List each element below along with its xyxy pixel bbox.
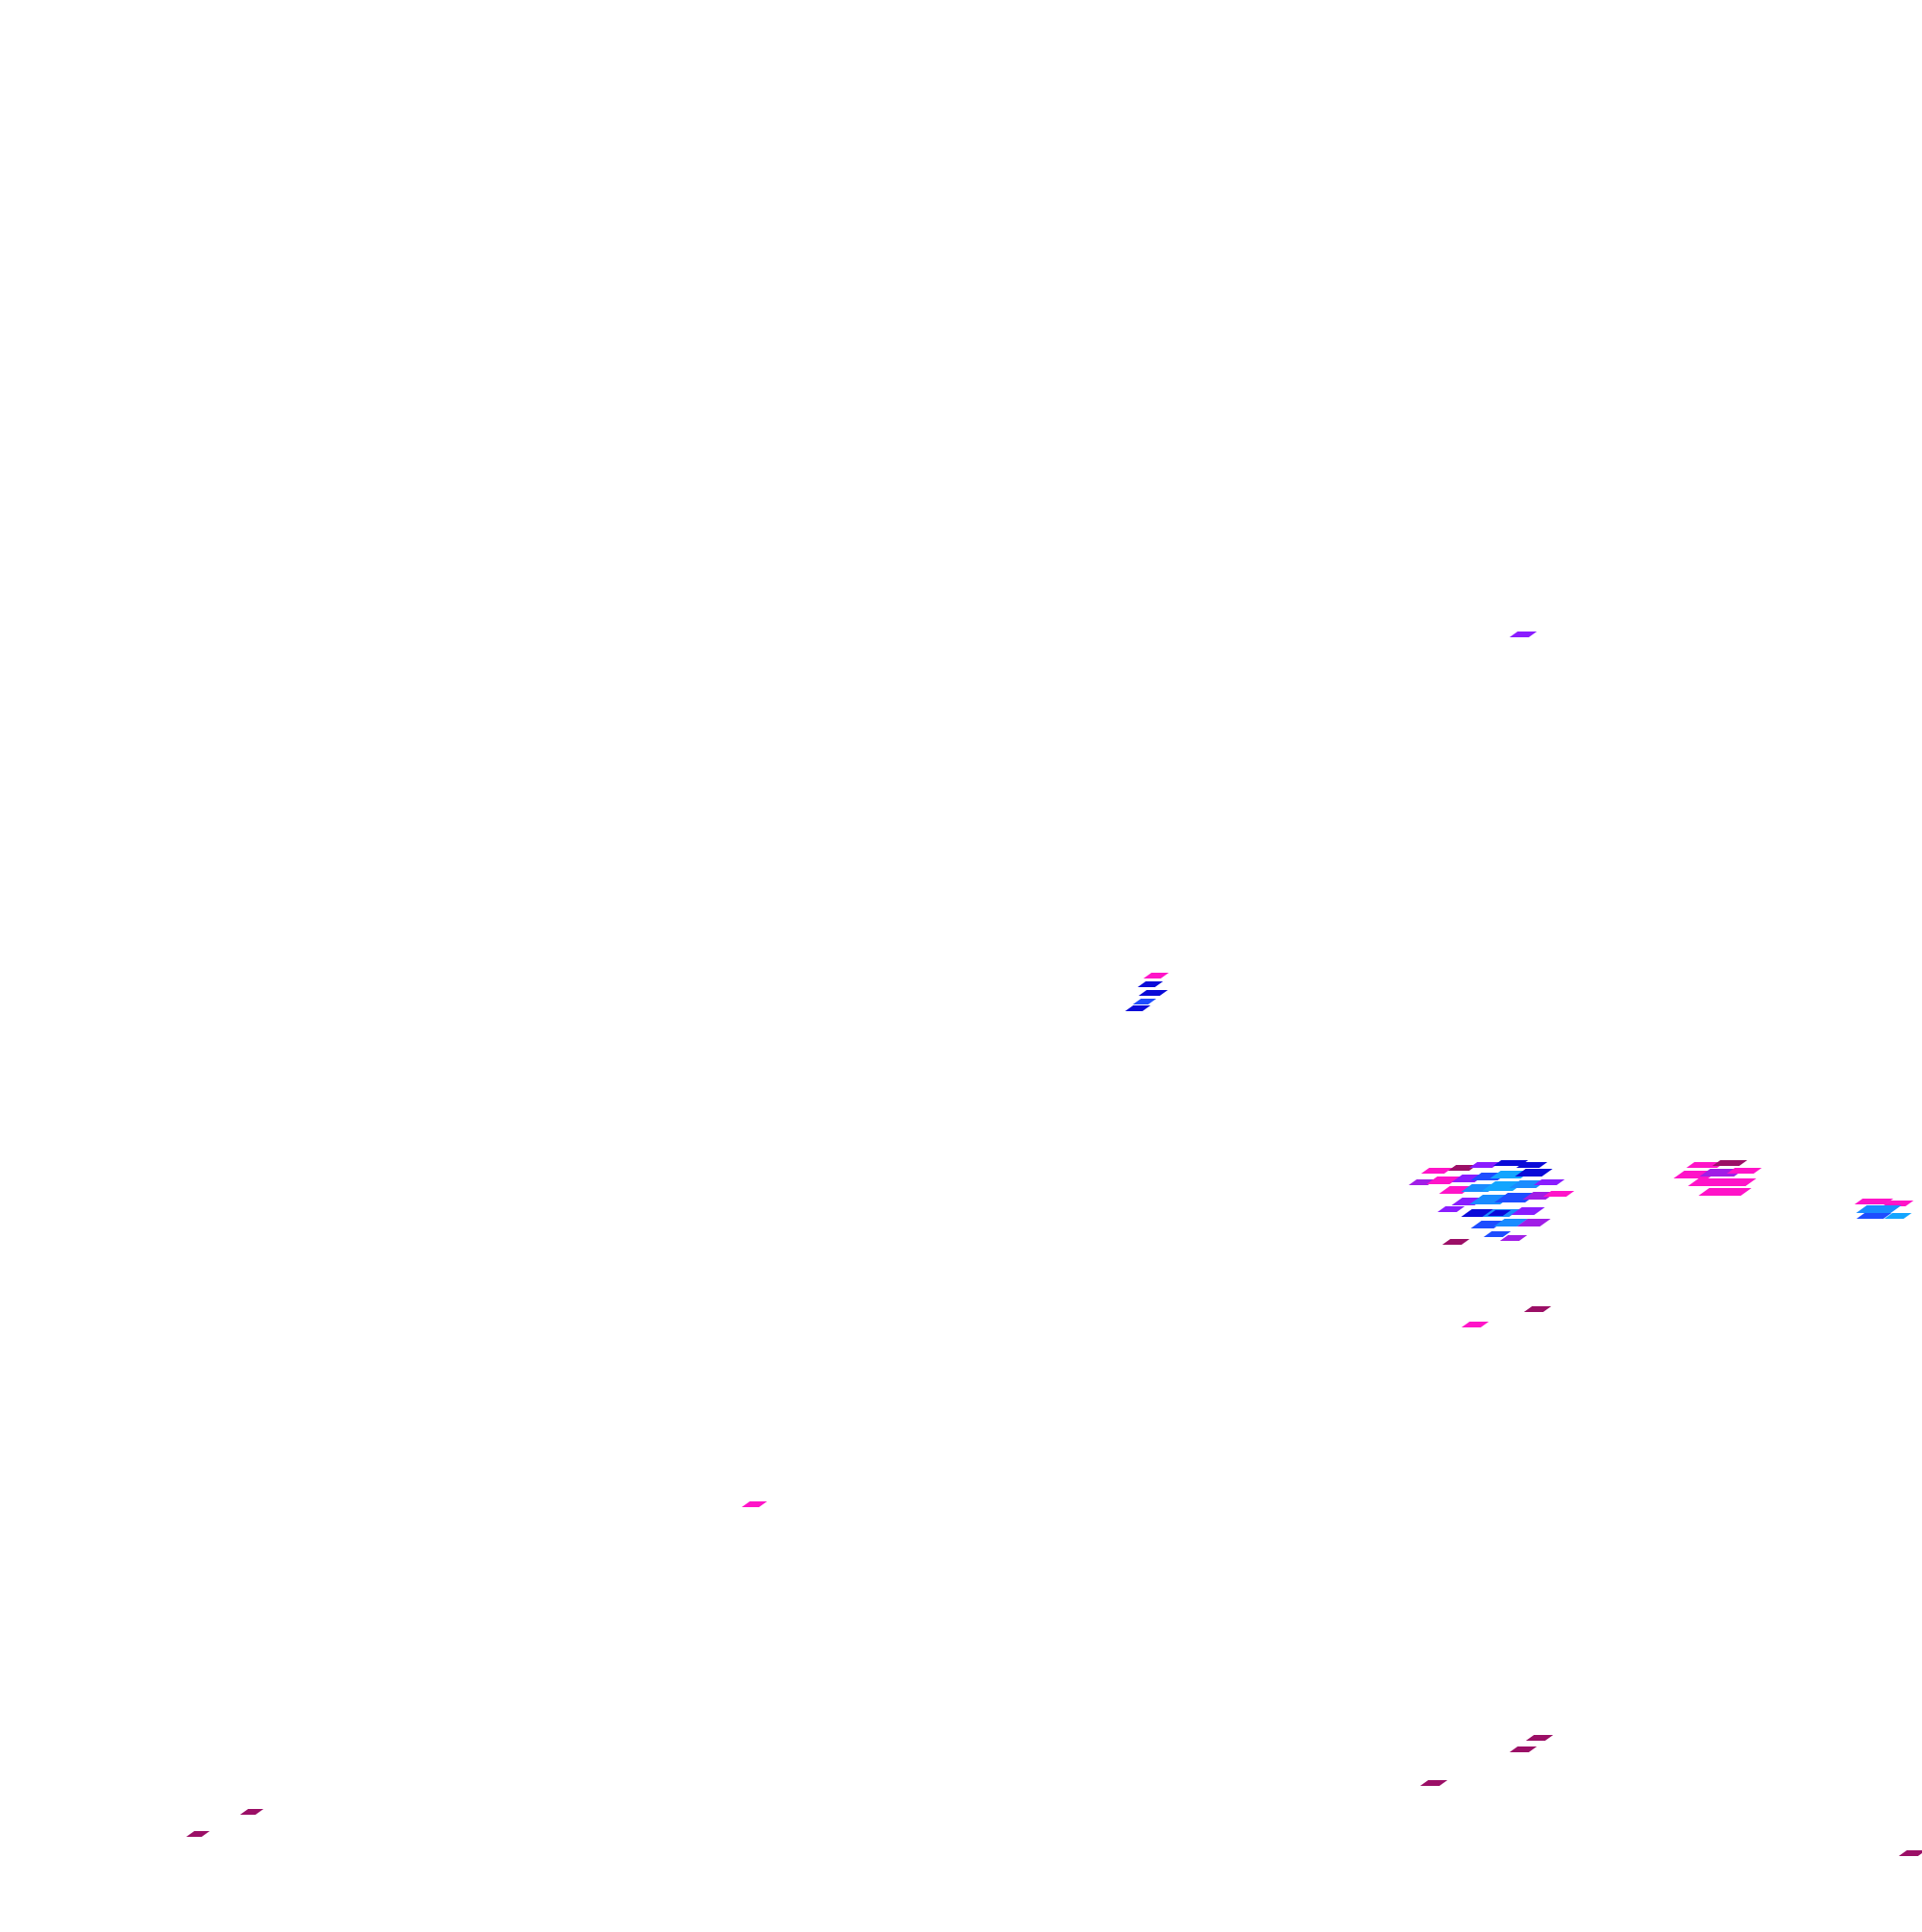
heatmap-tile (1515, 1162, 1548, 1168)
heatmap-tile (1138, 990, 1169, 996)
heatmap-tile (1509, 1746, 1538, 1752)
heatmap-tile (1882, 1201, 1914, 1206)
heatmap-tile (1509, 632, 1538, 637)
heatmap-tile (1468, 1162, 1501, 1168)
heatmap-tile (1726, 1168, 1762, 1174)
heatmap-tile (741, 1501, 768, 1507)
heatmap-tile (1492, 1160, 1529, 1166)
heatmap-tile (1525, 1735, 1554, 1741)
heatmap-tile (1447, 1165, 1478, 1171)
heatmap-tile (239, 1809, 264, 1815)
heatmap-tile (1898, 1850, 1922, 1856)
heatmap-tile (1698, 1188, 1752, 1196)
heatmap-tile (1542, 1191, 1575, 1197)
heatmap-tile (1437, 1206, 1466, 1212)
heatmap-tile (1493, 1219, 1528, 1226)
heatmap-tile (1419, 1780, 1448, 1786)
heatmap-tile (1523, 1306, 1552, 1312)
heatmap-tile (1509, 1180, 1547, 1188)
heatmap-tile (1856, 1205, 1902, 1213)
heatmap-tile (1533, 1179, 1565, 1185)
heatmap-tile (1511, 1207, 1545, 1215)
heatmap-tile (185, 1831, 210, 1837)
heatmap-tile (1442, 1239, 1470, 1245)
heatmap-tile (1686, 1162, 1726, 1168)
heatmap-tile (1483, 1231, 1512, 1237)
heatmap-tile (1516, 1219, 1551, 1226)
heatmap-tile (1712, 1160, 1748, 1166)
heatmap-tile (1714, 1178, 1757, 1186)
heatmap-tile (1143, 973, 1170, 978)
heatmap-tile (1856, 1213, 1892, 1219)
heatmap-tile (1420, 1168, 1453, 1174)
heatmap-tile (1132, 999, 1157, 1004)
heatmap-tile (1124, 1005, 1151, 1011)
heatmap-tile (1494, 1193, 1539, 1202)
heatmap-tile (1482, 1181, 1526, 1191)
heatmap-tile (1487, 1210, 1512, 1216)
heatmap-tile (1499, 1235, 1528, 1241)
heatmap-tile (1854, 1199, 1894, 1204)
heatmap-tile (1515, 1169, 1553, 1177)
heatmap-tile (1884, 1213, 1912, 1219)
heatmap-tile (1137, 981, 1164, 987)
heatmap-tile (1461, 1322, 1490, 1327)
